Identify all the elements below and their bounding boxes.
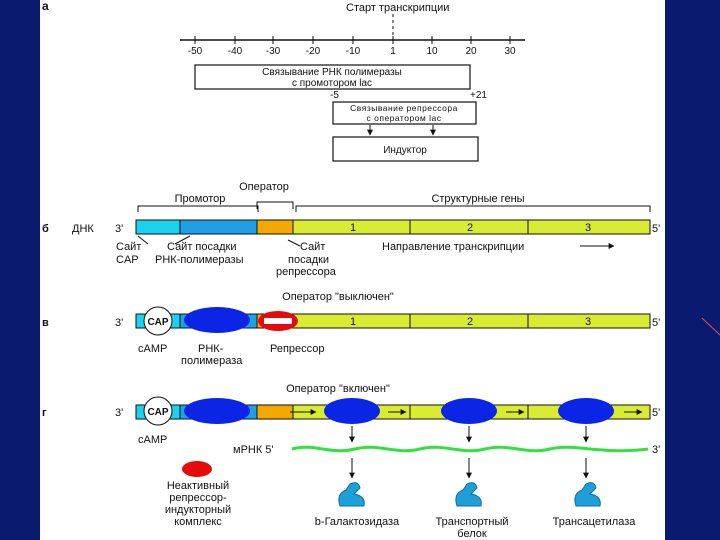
- cap-label-g: CAP: [147, 407, 168, 418]
- g-end5: 5': [652, 407, 660, 419]
- rep-site-1: Сайт: [300, 241, 325, 253]
- rnap-site-2: РНК-полимеразы: [155, 254, 244, 266]
- promoter-label: Промотор: [175, 193, 226, 205]
- direction-label: Направление транскрипции: [382, 241, 524, 253]
- mrna-end: 3': [652, 444, 660, 456]
- protein3-label: Трансацетилаза: [553, 516, 637, 528]
- camp-label-v: cAMP: [138, 343, 167, 355]
- axis-tick-label: -10: [346, 46, 361, 57]
- v-end5: 5': [652, 317, 660, 329]
- inactive-1: Неактивный: [167, 480, 229, 492]
- panel-g-label: г: [42, 407, 47, 419]
- protein2-label1: Транспортный: [435, 516, 508, 528]
- repressor-label-v: Репрессор: [270, 343, 325, 355]
- structural-genes-label: Структурные гены: [431, 193, 524, 205]
- operator-segment: [256, 219, 294, 235]
- operator-bracket: [256, 201, 294, 209]
- cap-label-v: CAP: [147, 317, 168, 328]
- axis-tick-label: 1: [390, 46, 396, 57]
- inactive-repressor: [182, 461, 212, 477]
- operator-label: Оператор: [239, 181, 289, 193]
- repressor-binding-line1: Связывание репрессора: [350, 103, 458, 113]
- rna-polymerase-g: [184, 398, 250, 424]
- inducer-label: Индуктор: [383, 145, 427, 156]
- rnap-label-v2: полимераза: [181, 355, 243, 367]
- rnap-site-pointer: [174, 235, 191, 245]
- rep-site-3: репрессора: [276, 266, 337, 278]
- axis-tick-label: 20: [465, 46, 477, 57]
- panel-a-label: а: [42, 0, 49, 13]
- axis-tick-label: -40: [228, 46, 243, 57]
- cap-protein-v: [143, 306, 173, 336]
- operator-segment: [256, 404, 294, 420]
- axis-tick-label: -50: [188, 46, 203, 57]
- cap-site-pointer: [137, 235, 149, 245]
- polymerases-g: [184, 398, 614, 424]
- protein2-label2: белок: [457, 528, 487, 540]
- b-end3: 3': [115, 223, 123, 235]
- start-label: Старт транскрипции: [346, 2, 449, 14]
- gene-number: 1: [350, 222, 356, 234]
- cap-site-segment: [135, 219, 181, 235]
- panel-b-label: б: [42, 223, 49, 235]
- rnap-binding-box: [194, 64, 471, 90]
- inactive-2: репрессор-: [169, 492, 227, 504]
- b-end5: 5': [652, 223, 660, 235]
- gene-number: 3: [585, 222, 591, 234]
- rna-polymerase-g: [324, 398, 380, 424]
- gene-number: 1: [350, 316, 356, 328]
- promoter-segment: [179, 219, 258, 235]
- axis-tick-label: 30: [504, 46, 516, 57]
- mrna-wave: [291, 445, 649, 453]
- plus21-label: +21: [470, 90, 487, 101]
- inactive-4: комплекс: [174, 516, 222, 528]
- rnap-binding-line1: Связывание РНК полимеразы: [262, 67, 402, 78]
- gene-number: 2: [467, 222, 473, 234]
- v-end3: 3': [115, 317, 123, 329]
- inactive-3: индукторный: [165, 504, 231, 516]
- axis-ticks: -50 -40 -30 -20 -10 1 10 20 30: [188, 36, 516, 57]
- rna-polymerase-v: [184, 307, 250, 333]
- dna-strand-b: 1 2 3: [135, 219, 651, 235]
- repressor-v-slot: [264, 318, 292, 324]
- protein-shape: [574, 482, 601, 507]
- dna-label: ДНК: [72, 223, 94, 235]
- rna-polymerase-g: [558, 398, 614, 424]
- repressor-binding-line2: с оператором lac: [367, 113, 442, 123]
- protein-shape: [338, 482, 365, 507]
- protein-shape: [455, 482, 482, 507]
- promoter-bracket: [137, 205, 259, 212]
- translation-arrows: [349, 426, 589, 479]
- axis-tick-label: -30: [266, 46, 281, 57]
- rnap-binding-line2: с промотором lac: [292, 78, 372, 89]
- cap-site-2: CAP: [116, 254, 139, 266]
- off-title: Оператор "выключен": [282, 291, 394, 303]
- cap-protein-g: [143, 396, 173, 426]
- camp-label-g: cAMP: [138, 434, 167, 446]
- gene-number: 2: [467, 316, 473, 328]
- minus5-label: -5: [330, 90, 339, 101]
- cap-site-1: Сайт: [116, 241, 141, 253]
- g-end3: 3': [115, 407, 123, 419]
- on-title: Оператор "включен": [286, 383, 390, 395]
- mrna-label: мРНК 5': [233, 444, 274, 456]
- rnap-site-1: Сайт посадки: [167, 241, 237, 253]
- rep-site-pointer: [287, 239, 301, 247]
- proteins-g: [338, 482, 601, 507]
- axis-tick-label: -20: [306, 46, 321, 57]
- decor-line: [701, 317, 720, 336]
- protein1-label: b-Галактозидаза: [315, 516, 400, 528]
- structural-bracket: [295, 205, 651, 212]
- panel-v-label: в: [42, 317, 49, 329]
- rep-site-2: посадки: [288, 254, 329, 266]
- gene-number: 3: [585, 316, 591, 328]
- inducer-box: [332, 136, 479, 162]
- axis-tick-label: 10: [426, 46, 438, 57]
- rna-polymerase-g: [441, 398, 497, 424]
- rnap-label-v1: РНК-: [198, 343, 224, 355]
- repressor-binding-box: [332, 101, 477, 125]
